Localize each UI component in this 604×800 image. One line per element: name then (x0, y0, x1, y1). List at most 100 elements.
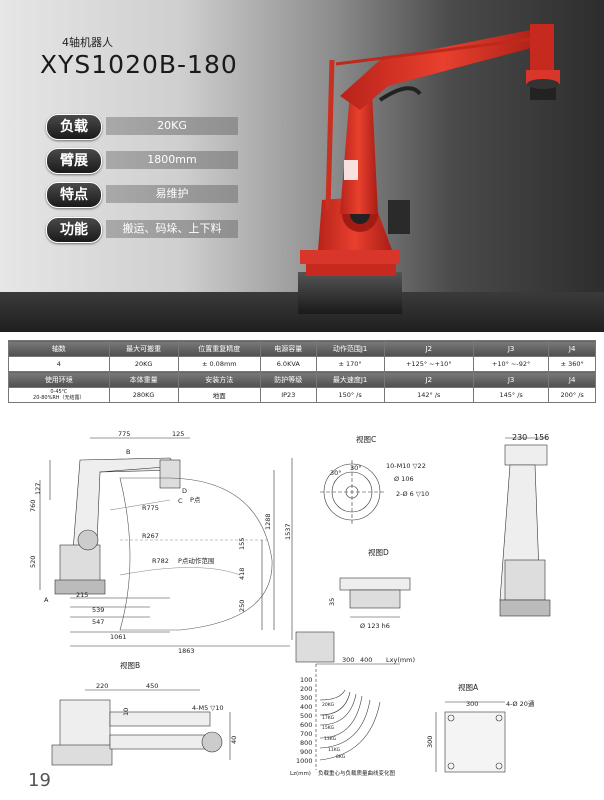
drawing-label: A (44, 596, 49, 604)
dim-label: 775 (118, 430, 130, 438)
dim-label: 2-Ø 6 ▽10 (396, 490, 429, 498)
table-cell: +125° ~+10° (383, 356, 474, 372)
spec-value: 易维护 (106, 185, 238, 203)
model-title: XYS1020B-180 (40, 50, 238, 79)
dim-label: 547 (92, 618, 104, 626)
table-header-cell: 轴数 (8, 340, 110, 357)
chart-tick: 1000 (296, 757, 313, 765)
dim-label: 300 (426, 736, 434, 748)
view-c-title: 视图C (356, 434, 376, 444)
drawing-label: D (182, 487, 187, 495)
dim-label: 10 (122, 708, 130, 716)
table-row: 0-45℃ 20-80%RH（无结露） 280KG 地面 IP23 150° /… (8, 387, 596, 403)
page-number: 19 (28, 770, 51, 791)
dim-label: 155 (238, 538, 246, 550)
dim-label: R782 (152, 557, 169, 565)
drawing-label: P点动作范围 (178, 556, 214, 565)
drawing-label: B (126, 448, 130, 456)
table-header-cell: 安装方法 (177, 371, 262, 388)
table-cell: 150° /s (315, 387, 385, 403)
dim-label: 539 (92, 606, 104, 614)
dim-label: 156 (534, 433, 549, 442)
chart-tick: 900 (300, 748, 312, 756)
dim-label: 1863 (178, 647, 195, 655)
table-header-cell: J3 (472, 340, 550, 357)
table-cell: 0-45℃ 20-80%RH（无结露） (8, 387, 110, 403)
table-cell: IP23 (260, 387, 317, 403)
view-d-title: 视图D (368, 547, 389, 557)
table-row: 4 20KG ± 0.08mm 6.0KVA ± 170° +125° ~+10… (8, 356, 596, 372)
dim-label: 1537 (284, 523, 292, 540)
dim-label: 4-M5 ▽10 (192, 704, 224, 712)
table-cell: ± 0.08mm (177, 356, 262, 372)
table-header-row: 轴数 最大可搬重 位置重复精度 电源容量 动作范围J1 J2 J3 J4 (8, 340, 596, 357)
spec-value: 20KG (106, 117, 238, 135)
table-cell: 20KG (108, 356, 179, 372)
chart-tick: 200 (300, 685, 312, 693)
robot-illustration (298, 24, 560, 314)
chart-curve-label: 17KG (322, 715, 335, 721)
dim-label: Ø 123 h6 (360, 622, 390, 630)
chart-tick: 500 (300, 712, 312, 720)
product-subtitle: 4轴机器人 (62, 36, 113, 49)
dim-label: 40 (230, 736, 238, 744)
dim-label: 127 (34, 483, 42, 495)
table-header-cell: 防护等级 (260, 371, 317, 388)
spec-label: 功能 (46, 217, 102, 243)
dim-label: 230 (512, 433, 527, 442)
chart-tick: 700 (300, 730, 312, 738)
spec-label: 负载 (46, 114, 102, 140)
dim-label: 35 (328, 598, 336, 606)
dim-label: R267 (142, 532, 159, 540)
table-header-cell: J3 (472, 371, 550, 388)
dim-label: 4-Ø 20通 (506, 699, 535, 708)
chart-curve-label: 20KG (322, 702, 335, 708)
table-header-cell: J4 (548, 371, 596, 388)
dim-label: 300 (466, 700, 478, 708)
spec-value: 1800mm (106, 151, 238, 169)
chart-curve-label: 15KG (322, 725, 335, 731)
drawing-label: C (178, 497, 183, 505)
table-header-cell: J2 (383, 371, 474, 388)
spec-value: 搬运、码垛、上下料 (106, 220, 238, 238)
dim-label: 30° (330, 469, 342, 477)
table-cell: 200° /s (548, 387, 596, 403)
view-a-title: 视图A (458, 682, 479, 692)
chart-tick: 600 (300, 721, 312, 729)
table-header-row: 使用环境 本体重量 安装方法 防护等级 最大速度J1 J2 J3 J4 (8, 371, 596, 388)
chart-tick: 400 (360, 656, 372, 664)
chart-tick: 400 (300, 703, 312, 711)
chart-axis-label: Lz(mm) (290, 771, 311, 777)
table-header-cell: 本体重量 (108, 371, 179, 388)
spec-table: 轴数 最大可搬重 位置重复精度 电源容量 动作范围J1 J2 J3 J4 4 2… (8, 340, 596, 403)
chart-tick: 300 (342, 656, 354, 664)
chart-curve-label: 11KG (328, 747, 341, 753)
table-header-cell: J2 (383, 340, 474, 357)
chart-caption: 负载重心与负载质量曲线变化图 (318, 769, 396, 777)
dim-label: 215 (76, 591, 88, 599)
dim-label: Ø 106 (394, 475, 414, 483)
table-cell: 地面 (177, 387, 262, 403)
table-cell: +10° ~-92° (472, 356, 550, 372)
chart-curve-label: 13KG (324, 736, 337, 742)
dim-label: R775 (142, 504, 159, 512)
dim-label: 125 (172, 430, 184, 438)
dim-label: 450 (146, 682, 158, 690)
spec-label: 特点 (46, 182, 102, 208)
table-cell: 145° /s (472, 387, 550, 403)
table-cell: ± 360° (548, 356, 596, 372)
dim-label: 10-M10 ▽22 (386, 462, 426, 470)
dim-label: 520 (29, 556, 37, 568)
table-header-cell: 电源容量 (260, 340, 317, 357)
view-b-title: 视图B (120, 660, 140, 670)
table-header-cell: J4 (548, 340, 596, 357)
table-cell: 280KG (108, 387, 179, 403)
dim-label: 418 (238, 568, 246, 580)
table-header-cell: 使用环境 (8, 371, 110, 388)
chart-axis-label: Lxy(mm) (386, 656, 415, 664)
table-header-cell: 最大速度J1 (315, 371, 385, 388)
table-header-cell: 动作范围J1 (315, 340, 385, 357)
dim-label: 30° (350, 464, 362, 472)
table-cell: 142° /s (383, 387, 474, 403)
table-header-cell: 最大可搬重 (108, 340, 179, 357)
